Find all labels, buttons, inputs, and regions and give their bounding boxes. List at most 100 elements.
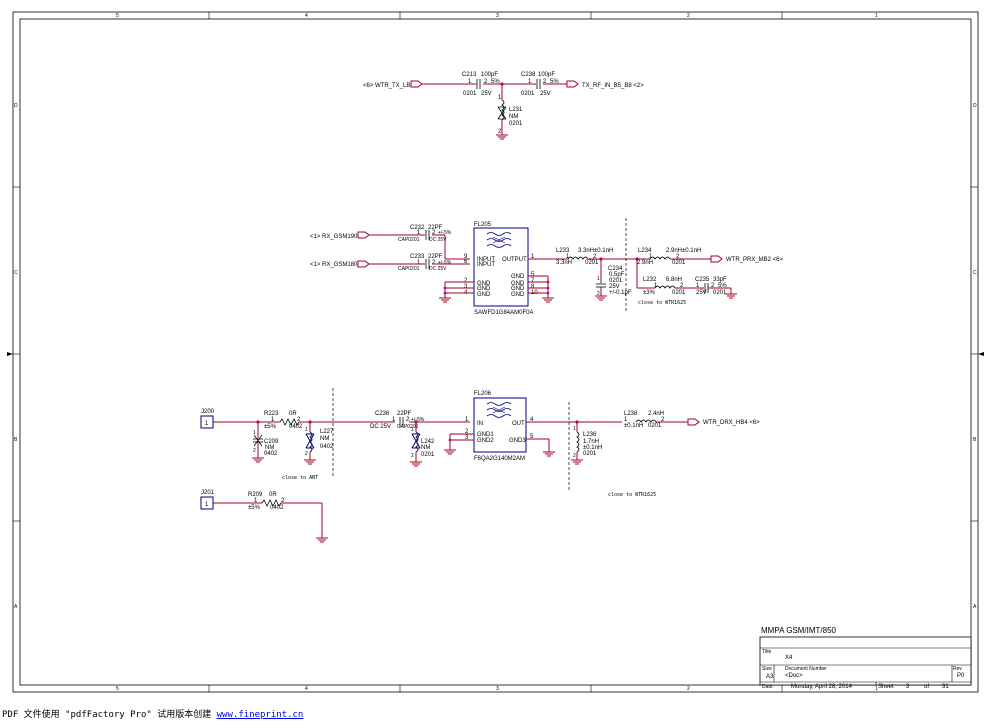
capacitor-c238: C238 100pF 1 2 5% 0201 25V bbox=[521, 72, 559, 97]
svg-text:1: 1 bbox=[205, 421, 209, 427]
port-label-wtr-drx-hb4: WTR_DRX_HB4 <6> bbox=[703, 420, 760, 426]
svg-text:2: 2 bbox=[573, 453, 576, 459]
footer-link[interactable]: www.fineprint.cn bbox=[216, 710, 304, 720]
svg-text:1: 1 bbox=[468, 79, 472, 85]
capacitor-c213: C213 100pF 1 2 5% 0201 25V bbox=[462, 72, 500, 97]
inductor-l227: L227 NM 0402 1 2 bbox=[305, 427, 334, 457]
svg-text:22PF: 22PF bbox=[428, 225, 443, 231]
svg-text:L236: L236 bbox=[583, 432, 597, 438]
svg-text:25V: 25V bbox=[540, 91, 551, 97]
svg-text:J200: J200 bbox=[201, 409, 215, 415]
svg-text:2: 2 bbox=[597, 291, 600, 297]
svg-text:1: 1 bbox=[498, 95, 502, 101]
svg-text:L233: L233 bbox=[556, 248, 570, 254]
svg-text:2.9nH: 2.9nH bbox=[637, 260, 653, 266]
svg-text:0201: 0201 bbox=[648, 423, 662, 429]
svg-text:SAWFD1G84AM0F0A: SAWFD1G84AM0F0A bbox=[474, 310, 533, 316]
svg-text:Title: Title bbox=[762, 649, 771, 655]
svg-text:22PF: 22PF bbox=[397, 411, 412, 417]
footer-text: PDF 文件使用 "pdfFactory Pro" 试用版本创建 bbox=[2, 710, 217, 720]
svg-text:2: 2 bbox=[411, 453, 414, 459]
svg-text:2: 2 bbox=[464, 278, 468, 284]
note-close-to-wtr1625: close to WTR1625 bbox=[608, 492, 656, 498]
svg-text:C213: C213 bbox=[462, 72, 477, 78]
svg-text:C236: C236 bbox=[375, 411, 390, 417]
saw-filter-fl206: FL206 IN GND1 GND2 1 2 3 OUT GND3 4 5 F6… bbox=[465, 391, 534, 462]
svg-text:DC 25V: DC 25V bbox=[429, 237, 447, 243]
port-label-rx-gsm1800: <1> RX_GSM1800 bbox=[310, 262, 361, 268]
svg-text:22PF: 22PF bbox=[428, 254, 443, 260]
col-label: 1 bbox=[875, 13, 878, 19]
svg-text:±5%: ±5% bbox=[264, 424, 277, 430]
svg-text:1: 1 bbox=[528, 79, 532, 85]
ground-symbol bbox=[410, 461, 422, 467]
svg-text:2: 2 bbox=[661, 417, 665, 423]
svg-text:1: 1 bbox=[253, 430, 256, 436]
title-block: MMPA GSM/IMT/850 Title X4 Size A3 Docume… bbox=[759, 626, 972, 690]
svg-text:1: 1 bbox=[531, 254, 535, 260]
saw-filter-fl205: FL205 INPUT INPUT GND GND GND 9 6 2 3 4 … bbox=[464, 222, 538, 316]
inductor-l236: L236 1.7nH ±0.1nH 0201 1 2 bbox=[573, 426, 602, 459]
inductor-l234: L234 2.9nH±0.1nH 1 2 2.9nH 0201 bbox=[637, 248, 701, 266]
svg-text:1: 1 bbox=[465, 417, 469, 423]
svg-text:2: 2 bbox=[498, 129, 502, 135]
col-label: 4 bbox=[305, 686, 308, 692]
svg-text:7: 7 bbox=[531, 278, 535, 284]
port-label-wtr-prx-mb2: WTR_PRX_MB2 <6> bbox=[726, 257, 784, 263]
row-label: A bbox=[14, 604, 18, 610]
svg-text:2: 2 bbox=[484, 79, 488, 85]
col-label: 5 bbox=[116, 686, 119, 692]
svg-text:0.5pF: 0.5pF bbox=[609, 272, 625, 278]
svg-text:2: 2 bbox=[465, 429, 469, 435]
note-close-to-wtr1625: close to WTR1625 bbox=[638, 300, 686, 306]
capacitor-c234: C234 0.5pF 0201 25V +/-0.1pF 1 2 bbox=[596, 266, 632, 297]
svg-text:0201: 0201 bbox=[521, 91, 535, 97]
svg-text:GND: GND bbox=[511, 292, 525, 298]
svg-text:0402: 0402 bbox=[320, 444, 334, 450]
svg-text:GND: GND bbox=[511, 274, 525, 280]
svg-text:NM: NM bbox=[320, 436, 329, 442]
svg-text:2: 2 bbox=[253, 448, 256, 454]
svg-text:L232: L232 bbox=[643, 277, 657, 283]
svg-text:1: 1 bbox=[654, 283, 658, 289]
svg-text:0201: 0201 bbox=[672, 260, 686, 266]
sheet-heading: MMPA GSM/IMT/850 bbox=[761, 626, 837, 635]
svg-text:±5%: ±5% bbox=[248, 505, 261, 511]
svg-text:33pF: 33pF bbox=[713, 277, 727, 283]
svg-text:Rev: Rev bbox=[953, 666, 962, 672]
capacitor-c233: C233 22PF 1 2 +/-5% CAP0201 DC 25V bbox=[398, 254, 452, 272]
svg-text:5%: 5% bbox=[718, 283, 727, 289]
svg-text:±0.1nH: ±0.1nH bbox=[624, 423, 643, 429]
svg-text:C238: C238 bbox=[521, 72, 536, 78]
svg-text:2: 2 bbox=[305, 451, 308, 457]
svg-text:CAP0201: CAP0201 bbox=[398, 266, 420, 272]
inductor-l233: L233 3.3nH±0.1nH 1 2 3.3nH 0201 bbox=[556, 248, 613, 266]
svg-text:of: of bbox=[924, 684, 929, 690]
svg-text:<Doc>: <Doc> bbox=[785, 673, 803, 679]
rx-section: <1> RX_GSM1900 <1> RX_GSM1800 C232 22PF … bbox=[310, 218, 784, 316]
svg-text:0201: 0201 bbox=[463, 91, 477, 97]
svg-text:6.8nH: 6.8nH bbox=[666, 277, 682, 283]
svg-text:2.9nH±0.1nH: 2.9nH±0.1nH bbox=[666, 248, 701, 254]
ground-symbol bbox=[439, 297, 451, 303]
svg-text:IN: IN bbox=[477, 421, 483, 427]
col-label: 2 bbox=[687, 13, 690, 19]
svg-text:2: 2 bbox=[593, 254, 597, 260]
svg-text:C234: C234 bbox=[608, 266, 623, 272]
svg-text:1: 1 bbox=[649, 254, 653, 260]
ground-symbol bbox=[316, 537, 328, 543]
svg-text:2: 2 bbox=[432, 260, 436, 266]
svg-text:5: 5 bbox=[530, 434, 534, 440]
svg-text:+/-5%: +/-5% bbox=[438, 260, 452, 266]
svg-text:R223: R223 bbox=[264, 411, 279, 417]
svg-text:1: 1 bbox=[254, 498, 258, 504]
svg-text:100pF: 100pF bbox=[538, 72, 555, 78]
svg-text:INPUT: INPUT bbox=[477, 257, 495, 263]
col-label: 5 bbox=[116, 13, 119, 19]
svg-text:±0.1nH: ±0.1nH bbox=[583, 445, 602, 451]
svg-text:2: 2 bbox=[281, 498, 285, 504]
svg-text:0201: 0201 bbox=[713, 290, 727, 296]
svg-text:1: 1 bbox=[392, 417, 396, 423]
svg-text:2: 2 bbox=[297, 417, 301, 423]
